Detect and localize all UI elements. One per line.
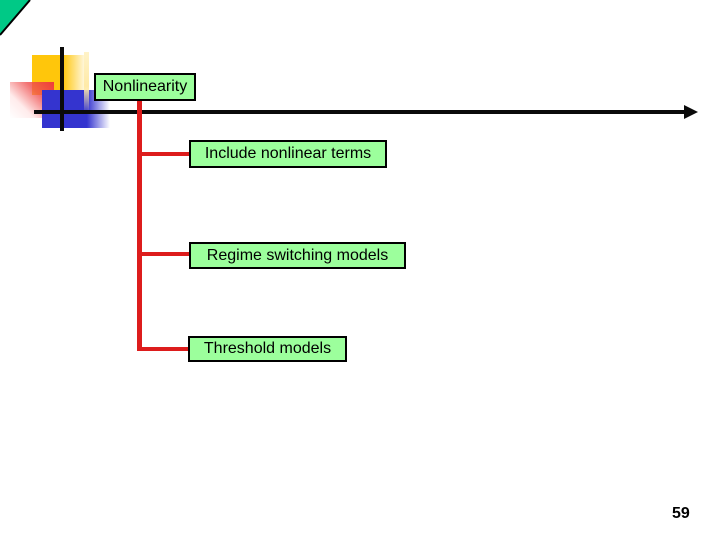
branch-node-box: Threshold models: [188, 336, 347, 362]
branch-node-label: Regime switching models: [206, 246, 389, 264]
crosshair-vertical-line-decoration: [60, 47, 64, 131]
root-node-label: Nonlinearity: [102, 78, 188, 95]
root-node-box: Nonlinearity: [94, 73, 196, 101]
branch-node-box: Include nonlinear terms: [189, 140, 387, 168]
connector-branch-2: [139, 252, 190, 256]
branch-node-box: Regime switching models: [189, 242, 406, 269]
corner-triangle-decoration: [0, 0, 31, 36]
branch-node-label: Threshold models: [203, 340, 332, 357]
pale-strip-decoration: [84, 52, 89, 114]
connector-trunk-line: [137, 101, 142, 351]
timeline-arrow-line: [34, 110, 686, 114]
page-number: 59: [672, 505, 690, 522]
arrowhead-right-icon: [684, 105, 698, 119]
branch-node-label: Include nonlinear terms: [204, 145, 372, 162]
connector-branch-3: [137, 347, 190, 351]
connector-branch-1: [139, 152, 190, 156]
